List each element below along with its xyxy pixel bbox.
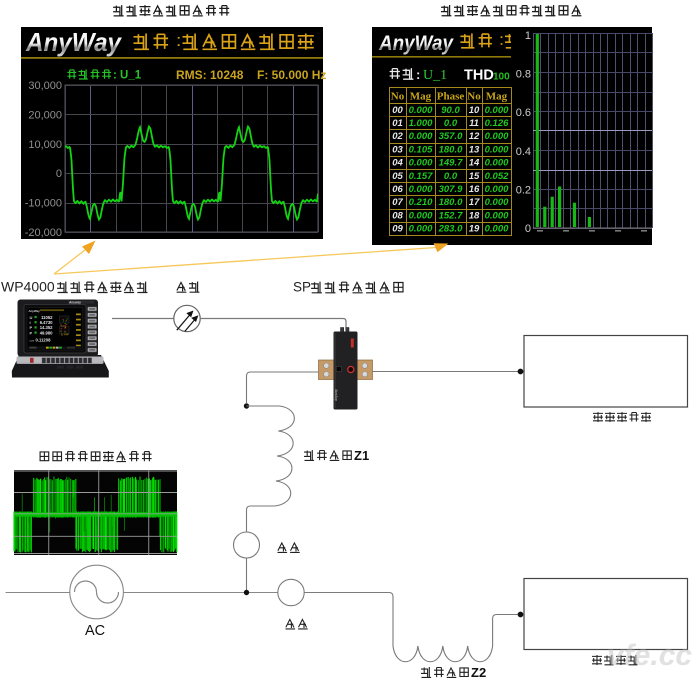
svg-text:SP: SP: [293, 280, 311, 295]
svg-text:49.980: 49.980: [40, 330, 53, 335]
svg-text:180.0: 180.0: [439, 197, 463, 208]
svg-text:AnyWay: AnyWay: [378, 32, 454, 55]
svg-text:0.000: 0.000: [485, 131, 509, 142]
svg-text:-10,000: -10,000: [25, 198, 62, 210]
svg-text:RMS: 10248: RMS: 10248: [176, 68, 244, 82]
svg-text:0.000: 0.000: [485, 144, 509, 155]
svg-text:0.0: 0.0: [444, 118, 458, 129]
svg-text:Z1: Z1: [354, 448, 369, 463]
svg-text:No: No: [467, 91, 481, 103]
svg-text:0.157: 0.157: [409, 171, 433, 182]
svg-text:00: 00: [392, 105, 403, 116]
svg-text:17: 17: [469, 197, 480, 208]
svg-text:0.000: 0.000: [485, 158, 509, 169]
svg-text:0.11208: 0.11208: [36, 338, 52, 343]
svg-text:08: 08: [392, 210, 403, 221]
svg-text:U: U: [30, 315, 33, 320]
svg-text:-20,000: -20,000: [25, 227, 62, 239]
svg-text:6.4730: 6.4730: [40, 320, 53, 325]
svg-text:11052: 11052: [41, 315, 53, 320]
svg-text:vfe.cc: vfe.cc: [607, 639, 692, 672]
svg-text:P: P: [30, 330, 33, 335]
svg-text:0.000: 0.000: [409, 105, 433, 116]
svg-text:AC: AC: [85, 623, 105, 639]
svg-text:Anyway: Anyway: [68, 300, 81, 304]
svg-text:0: 0: [525, 223, 531, 235]
svg-text:283.0: 283.0: [438, 224, 463, 235]
svg-text:12: 12: [469, 131, 480, 142]
svg-text:90.0: 90.0: [441, 105, 460, 116]
svg-text:WP4000: WP4000: [1, 279, 55, 295]
svg-text:Mag: Mag: [410, 91, 432, 103]
svg-text:No: No: [391, 91, 405, 103]
svg-text:0.105: 0.105: [409, 144, 433, 155]
svg-text:10,000: 10,000: [28, 139, 62, 151]
svg-text:0.2: 0.2: [516, 184, 531, 196]
svg-text:Mag: Mag: [486, 91, 508, 103]
svg-text:U_1: U_1: [423, 68, 447, 83]
svg-text:0.000: 0.000: [409, 224, 433, 235]
svg-text:07: 07: [392, 197, 403, 208]
svg-text:03: 03: [392, 144, 403, 155]
svg-text:Anyway: Anyway: [334, 389, 338, 402]
svg-text:152.7: 152.7: [439, 210, 463, 221]
svg-text:0.126: 0.126: [485, 118, 509, 129]
svg-text:0.4: 0.4: [516, 146, 531, 158]
svg-text:10: 10: [469, 105, 480, 116]
svg-text:AnyWay: AnyWay: [25, 27, 122, 57]
svg-text:15: 15: [469, 171, 480, 182]
svg-text:1.000: 1.000: [409, 118, 433, 129]
svg-text:149.7: 149.7: [439, 158, 463, 169]
svg-text:02: 02: [392, 131, 403, 142]
svg-text:11: 11: [469, 118, 479, 129]
svg-text:0: 0: [56, 168, 62, 180]
svg-text:19: 19: [469, 224, 480, 235]
svg-text:05: 05: [392, 171, 403, 182]
svg-text:18: 18: [469, 210, 480, 221]
svg-text:180.0: 180.0: [439, 144, 463, 155]
svg-text:THD: THD: [464, 68, 494, 84]
svg-text:F: 50.000 Hz: F: 50.000 Hz: [257, 68, 326, 82]
svg-text:P: P: [30, 325, 33, 330]
svg-text:0.000: 0.000: [409, 158, 433, 169]
svg-text:0.052: 0.052: [485, 171, 509, 182]
svg-text:: U_1: : U_1: [113, 70, 142, 82]
svg-text:0.000: 0.000: [485, 224, 509, 235]
svg-text:Phase: Phase: [437, 91, 465, 103]
svg-text:0.000: 0.000: [485, 197, 509, 208]
svg-text:100: 100: [493, 72, 510, 83]
svg-text:307.9: 307.9: [439, 184, 463, 195]
svg-text:30,000: 30,000: [28, 80, 62, 92]
svg-text:04: 04: [392, 158, 403, 169]
svg-text:01: 01: [392, 118, 403, 129]
svg-text:357.0: 357.0: [439, 131, 463, 142]
svg-text:13: 13: [469, 144, 480, 155]
svg-text:14.352: 14.352: [40, 325, 53, 330]
svg-text:0.6: 0.6: [516, 107, 531, 119]
svg-text:0.000: 0.000: [485, 184, 509, 195]
svg-text:cos: cos: [30, 338, 35, 342]
svg-text:14: 14: [469, 158, 480, 169]
svg-text:AnyWay: AnyWay: [28, 309, 41, 313]
svg-text:0.000: 0.000: [409, 210, 433, 221]
svg-text:16: 16: [469, 184, 480, 195]
svg-text:0.8: 0.8: [516, 69, 531, 81]
svg-text:1: 1: [525, 30, 531, 42]
svg-text:0.000: 0.000: [485, 210, 509, 221]
svg-text:5.74F: 5.74F: [61, 333, 69, 337]
svg-text::: :: [416, 67, 420, 82]
svg-text:06: 06: [392, 184, 403, 195]
svg-text:0.000: 0.000: [485, 105, 509, 116]
svg-text:0.000: 0.000: [409, 131, 433, 142]
svg-text:09: 09: [392, 224, 403, 235]
svg-text:I: I: [30, 320, 31, 325]
svg-text:0.0: 0.0: [444, 171, 458, 182]
svg-text:0.000: 0.000: [409, 184, 433, 195]
svg-text:Z2: Z2: [471, 665, 486, 680]
svg-text:0.210: 0.210: [409, 197, 433, 208]
svg-text:20,000: 20,000: [28, 109, 62, 121]
